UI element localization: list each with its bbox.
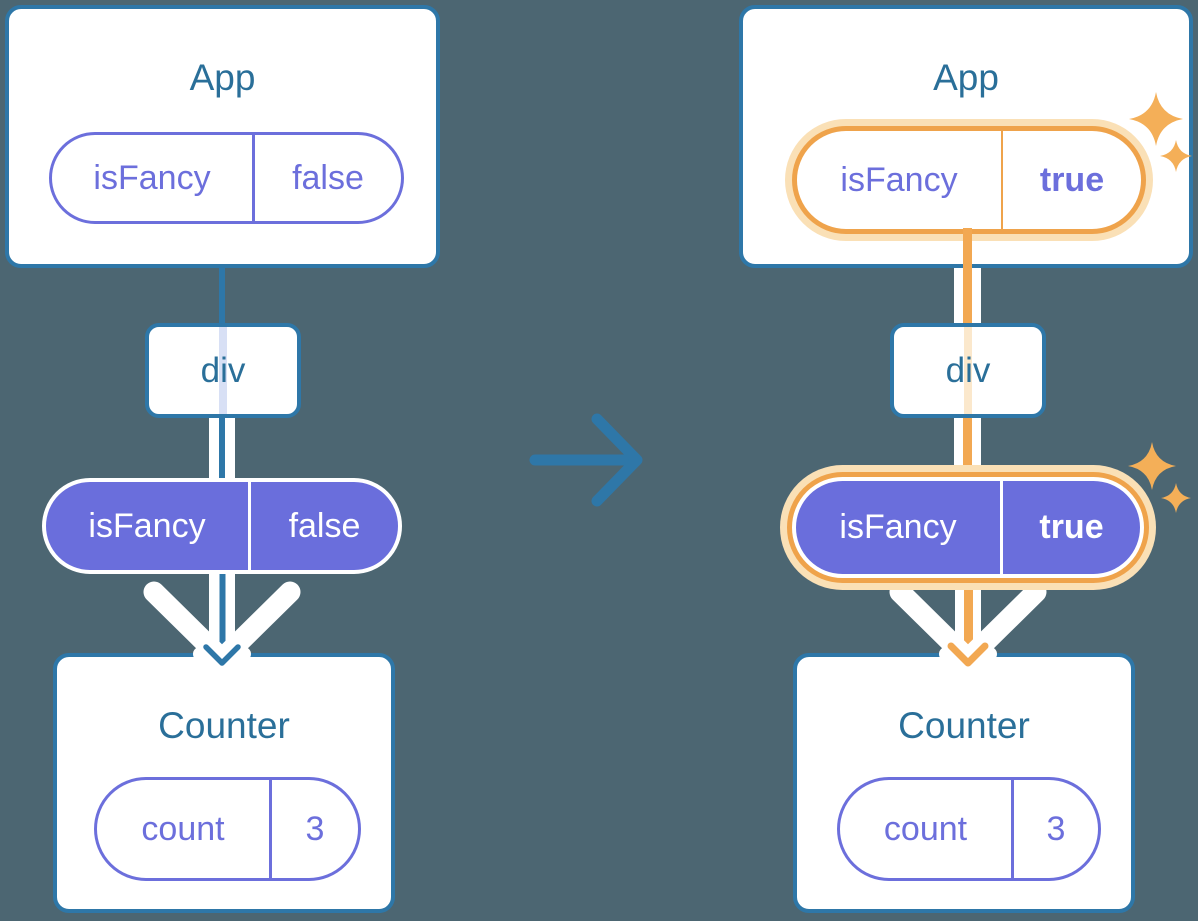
div-label: div: [200, 350, 246, 390]
prop-trace-line: [964, 327, 972, 414]
state-pill: count 3: [94, 777, 361, 881]
passed-prop-pill: isFancy false: [42, 478, 402, 574]
app-component-card: App isFancy false: [5, 5, 440, 268]
component-title: App: [933, 57, 999, 98]
down-arrow-icon: [143, 572, 301, 683]
prop-value: false: [248, 482, 398, 570]
state-pill: isFancy false: [49, 132, 404, 224]
passed-prop-pill-highlighted: isFancy true: [792, 477, 1144, 578]
prop-trace-line: [219, 327, 227, 414]
component-title: Counter: [158, 705, 290, 746]
connector-prop-to-card-edge: [963, 228, 972, 270]
state-value: 3: [1011, 780, 1098, 878]
connector-div-to-prop: [209, 414, 235, 482]
prop-value: true: [1000, 481, 1140, 574]
state-name: count: [883, 809, 968, 848]
state-name: isFancy: [93, 158, 211, 197]
prop-name: isFancy: [839, 508, 957, 546]
div-node-box: div: [890, 323, 1046, 418]
state-pill: count 3: [837, 777, 1101, 881]
state-value: true: [1001, 131, 1141, 229]
connector-app-to-div: [219, 264, 225, 326]
state-value: 3: [269, 780, 358, 878]
prop-name: isFancy: [88, 506, 206, 545]
state-name: count: [141, 809, 225, 848]
counter-component-card: Counter count 3: [53, 653, 395, 913]
component-title: App: [189, 57, 256, 98]
sparkles-icon: [1128, 442, 1191, 513]
component-title: Counter: [898, 705, 1030, 746]
app-component-card: App isFancy true: [739, 5, 1193, 268]
connector-app-to-div: [954, 266, 981, 326]
state-pill-highlighted: isFancy true: [792, 126, 1146, 234]
state-name: isFancy: [840, 160, 958, 199]
connector-div-to-prop: [954, 414, 981, 482]
sparkles-icon: [1129, 92, 1192, 172]
div-label: div: [945, 350, 991, 390]
down-arrow-icon: [889, 572, 1047, 683]
div-node-box: div: [145, 323, 301, 418]
counter-component-card: Counter count 3: [793, 653, 1135, 913]
right-arrow-icon: [529, 413, 643, 507]
state-value: false: [252, 135, 401, 221]
